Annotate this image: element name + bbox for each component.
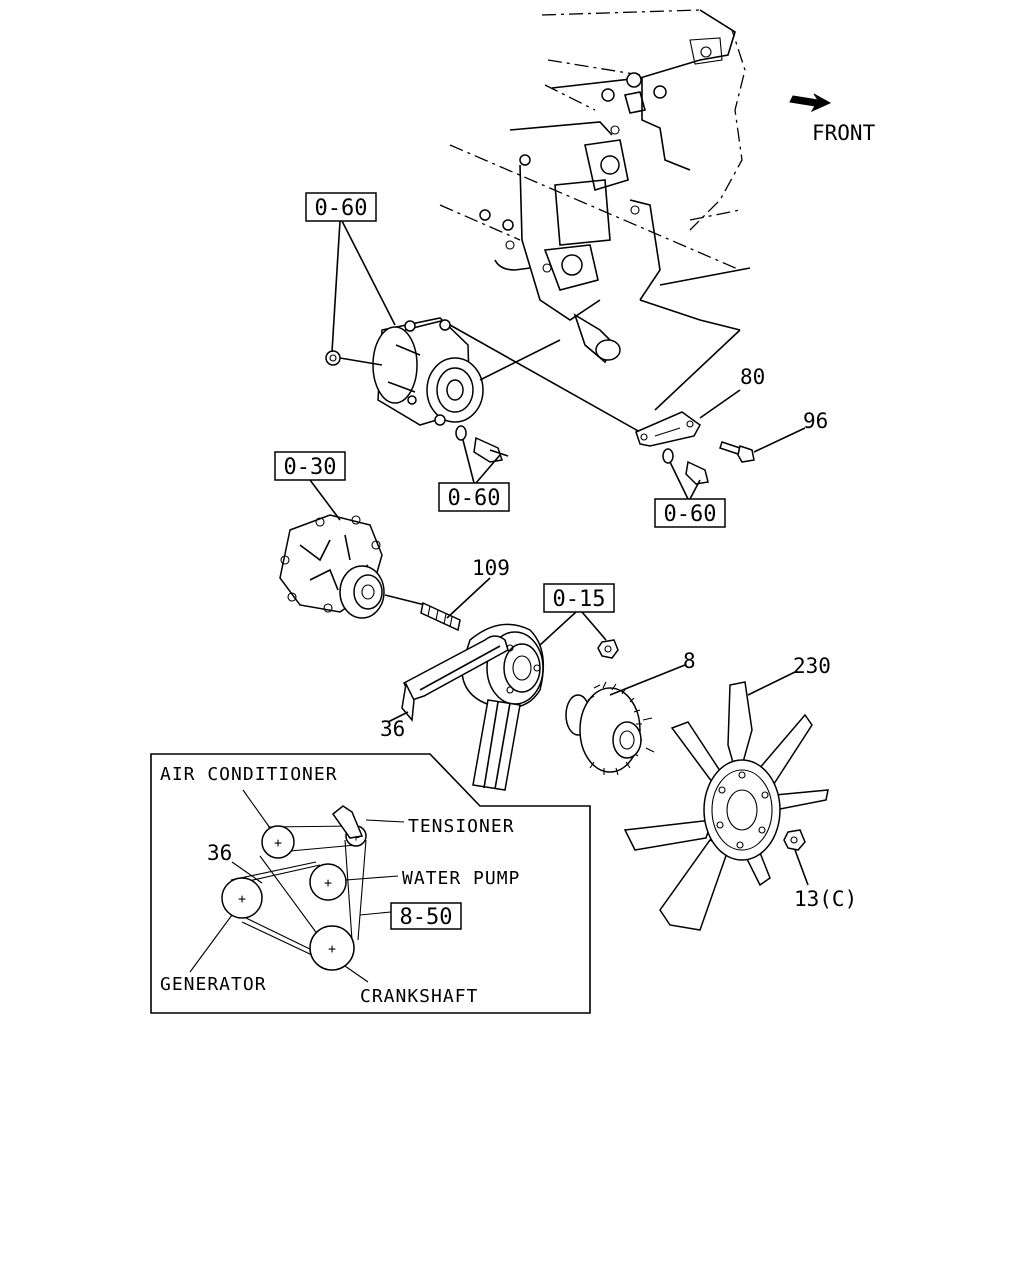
air-conditioner-compressor (372, 317, 484, 426)
ref-box-belt-layout: 8-50 (390, 902, 462, 930)
inset-belt-number: 36 (207, 841, 232, 865)
compressor-bolt (473, 436, 509, 463)
generator-label: GENERATOR (160, 974, 267, 995)
ref-box-water-pump: 0-30 (274, 451, 346, 481)
generator-pulley (221, 877, 263, 919)
drive-belt (401, 635, 521, 791)
bracket-bolt (719, 441, 755, 463)
belt-layout-inset: + + + + + AIR CONDITIONER TENSIONER WATE… (150, 753, 591, 1014)
ref-box-bracket-bottom: 0-60 (654, 498, 726, 528)
water-pump-label: WATER PUMP (402, 868, 520, 889)
fan-nut (783, 829, 806, 851)
crankshaft-pulley (309, 925, 355, 971)
engine-block (439, 9, 751, 364)
part-number-belt: 36 (380, 717, 405, 741)
svg-text:0-60: 0-60 (664, 502, 717, 527)
svg-text:+: + (238, 892, 246, 907)
cooling-fan (623, 681, 829, 931)
front-arrow-icon (789, 93, 832, 113)
compressor-nut (325, 350, 341, 366)
part-number-fan-clutch: 8 (683, 649, 696, 673)
svg-text:0-60: 0-60 (448, 486, 501, 511)
water-pump (279, 514, 385, 619)
svg-text:+: + (274, 836, 282, 851)
part-number-fan: 230 (793, 654, 831, 678)
svg-text:0-30: 0-30 (284, 455, 337, 480)
svg-text:+: + (328, 942, 336, 957)
front-label: FRONT (812, 121, 876, 145)
air-conditioner-pulley (261, 825, 295, 859)
water-pump-pulley (309, 863, 347, 901)
part-number-bolt: 96 (803, 409, 828, 433)
bracket (635, 411, 701, 447)
ref-box-ac-top: 0-60 (305, 192, 377, 222)
ref-box-ac-bottom: 0-60 (438, 482, 510, 512)
compressor-washer (455, 425, 467, 441)
svg-text:0-15: 0-15 (553, 587, 606, 612)
part-number-stud: 109 (472, 556, 510, 580)
svg-text:8-50: 8-50 (400, 905, 453, 930)
svg-text:+: + (324, 876, 332, 891)
bracket-lower-bolt (685, 460, 709, 485)
fan-clutch (565, 681, 655, 776)
stud (420, 601, 461, 632)
crankshaft-label: CRANKSHAFT (360, 986, 478, 1007)
tensioner-label: TENSIONER (408, 816, 515, 837)
fan-clutch-nut (597, 639, 619, 659)
ref-box-fan-clutch: 0-15 (543, 583, 615, 613)
svg-text:0-60: 0-60 (315, 196, 368, 221)
part-number-bracket: 80 (740, 365, 765, 389)
air-conditioner-label: AIR CONDITIONER (160, 764, 338, 785)
front-indicator: FRONT (789, 93, 876, 145)
part-number-nut: 13(C) (794, 887, 857, 911)
bracket-washer (662, 448, 674, 464)
